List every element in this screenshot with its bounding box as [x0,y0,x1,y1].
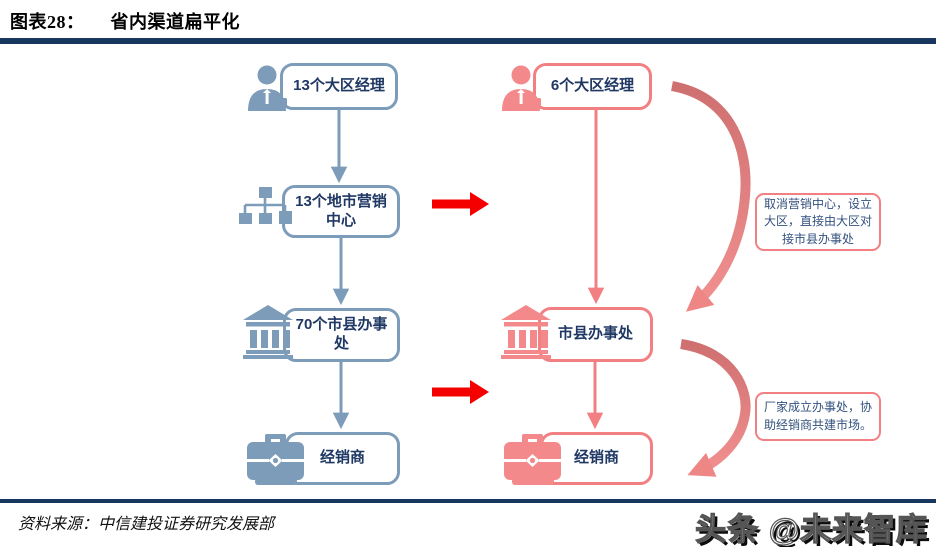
annotation-cancel-marketing-centers: 取消营销中心，设立大区，直接由大区对接市县办事处 [755,193,881,251]
node-13-city-marketing-centers: 13个地市营销中心 [282,185,400,238]
transition-arrow-top [432,192,489,216]
org-chart-icon [237,187,293,237]
before-flow-connectors [330,110,350,430]
top-divider [0,38,936,44]
node-70-county-offices: 70个市县办事处 [283,308,400,362]
transition-arrows [432,192,489,404]
manager-person-icon [500,64,546,112]
briefcase-icon [247,434,304,485]
bottom-divider [0,499,936,503]
after-flow-connectors [586,110,605,430]
transition-arrow-bottom [432,380,489,404]
annotation-factory-offices: 厂家成立办事处，协助经销商共建市场。 [755,392,881,441]
bank-building-icon [242,304,294,359]
figure-label: 图表28： [10,12,85,32]
manager-person-icon [246,64,292,112]
curved-arrow-office-to-dealer [680,339,751,477]
watermark-toutiao: 头条 @未来智库 [695,511,928,547]
bank-building-icon [500,304,552,359]
curved-arrow-region-to-office [670,81,751,312]
curved-arrows [670,81,751,477]
node-13-region-managers: 13个大区经理 [280,63,398,110]
node-6-region-managers: 6个大区经理 [533,63,652,110]
source-attribution: 资料来源：中信建投证券研究发展部 [18,516,275,533]
briefcase-icon [504,434,561,485]
node-county-offices-after: 市县办事处 [538,307,653,362]
figure-title-text: 省内渠道扁平化 [110,12,240,32]
figure-title: 图表28： 省内渠道扁平化 [10,8,240,34]
